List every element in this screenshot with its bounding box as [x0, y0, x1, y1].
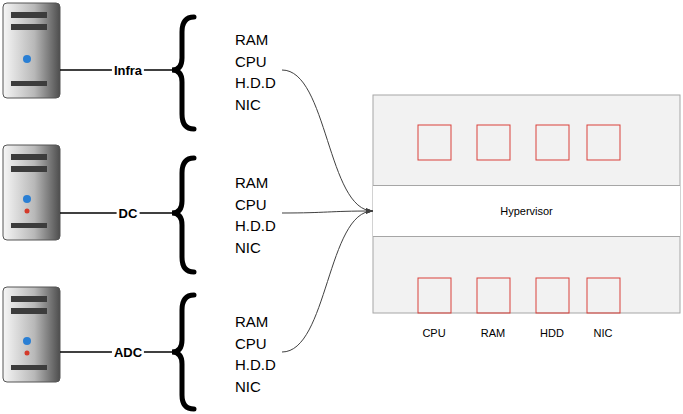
server-resource-group: Infra RAM CPU H.D.D NIC: [95, 15, 282, 127]
server-led: [23, 195, 31, 203]
resource-square: [418, 125, 451, 160]
resource-label: CPU: [422, 327, 445, 339]
server-resource-group: DC RAM CPU H.D.D NIC: [95, 158, 282, 270]
server-slot: [11, 24, 47, 30]
server-icon: [3, 145, 60, 240]
resource-list: RAM CPU H.D.D NIC: [235, 29, 276, 115]
server-body: [3, 145, 60, 240]
server-icon: [3, 3, 60, 98]
resource-label: RAM: [481, 327, 505, 339]
connector: [282, 70, 373, 211]
server-label: ADC: [112, 345, 144, 360]
server-led: [25, 351, 30, 356]
server-label: Infra: [112, 63, 144, 78]
server-label: DC: [117, 206, 140, 221]
server-led: [23, 55, 31, 63]
resource-list: RAM CPU H.D.D NIC: [235, 172, 276, 258]
server-icon: [3, 287, 60, 382]
resource-square: [418, 278, 451, 313]
server-slot: [11, 81, 47, 86]
resource-label: HDD: [540, 327, 564, 339]
server-slot: [11, 308, 47, 314]
resource-label: NIC: [594, 327, 613, 339]
curly-brace: [172, 158, 194, 272]
band-title: Hypervisor: [500, 205, 553, 217]
resource-square: [536, 125, 569, 160]
server-slot: [11, 365, 47, 370]
curly-brace: [172, 295, 194, 409]
resource-square: [536, 278, 569, 313]
resource-square: [587, 278, 620, 313]
server-led: [23, 337, 31, 345]
host-box: [373, 95, 680, 313]
connector: [282, 211, 373, 213]
server-slot: [11, 223, 47, 228]
resource-square: [587, 125, 620, 160]
connector: [282, 211, 373, 352]
server-resource-group: ADC RAM CPU H.D.D NIC: [95, 297, 282, 409]
server-body: [3, 287, 60, 382]
hypervisor-band: Hypervisor: [373, 185, 680, 237]
curly-brace: [172, 17, 194, 129]
resource-list: RAM CPU H.D.D NIC: [235, 311, 276, 397]
resource-square: [477, 125, 510, 160]
server-slot: [11, 12, 47, 18]
server-slot: [11, 296, 47, 302]
server-slot: [11, 166, 47, 172]
server-slot: [11, 154, 47, 160]
resource-square: [477, 278, 510, 313]
server-body: [3, 3, 60, 98]
server-led: [25, 209, 30, 214]
